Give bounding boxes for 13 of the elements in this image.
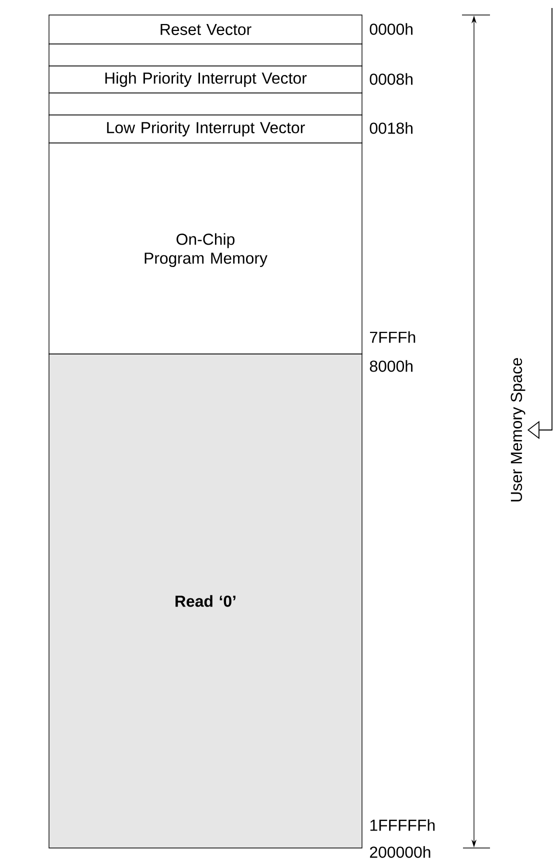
address-label: 8000h [370, 360, 412, 372]
address-label: 0008h [370, 73, 412, 85]
memory-region: Read ‘0’ [48, 354, 362, 848]
address-label: 0018h [370, 122, 412, 134]
dimension-label: User Memory Space [510, 358, 526, 502]
address-label: 200000h [370, 846, 430, 858]
address-label: 0000h [370, 23, 412, 35]
empty-box [48, 92, 362, 116]
vector-box: Reset Vector [48, 14, 362, 44]
vector-box: High Priority Interrupt Vector [48, 66, 362, 94]
vector-box: Low Priority Interrupt Vector [48, 114, 362, 144]
empty-box [48, 44, 362, 66]
address-label: 7FFFh [370, 331, 416, 343]
